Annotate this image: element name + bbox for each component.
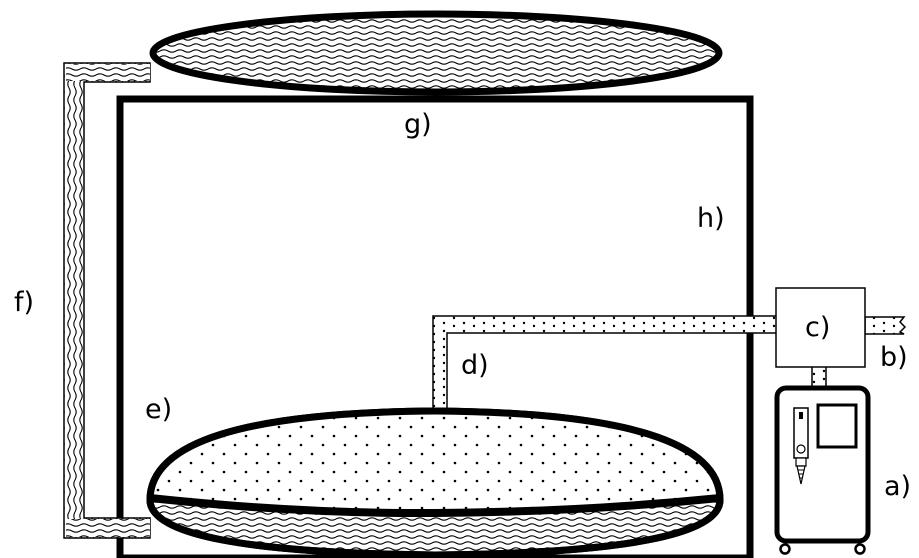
pipe-f [63,62,151,539]
connector-c-a [811,365,827,389]
label-b: b) [880,342,908,373]
component-c [775,287,866,368]
label-g: g) [404,109,432,140]
wheel-left [779,543,791,555]
label-d: d) [461,350,489,381]
wheel-right [854,543,866,555]
label-f: f) [14,287,34,318]
label-e: e) [145,394,172,425]
label-a: a) [884,471,911,502]
label-h: h) [697,203,725,234]
vessel-g [149,10,723,96]
device-a [774,385,871,555]
pipe-b [864,316,907,335]
vessel-e [146,407,724,558]
label-c: c) [805,312,830,343]
